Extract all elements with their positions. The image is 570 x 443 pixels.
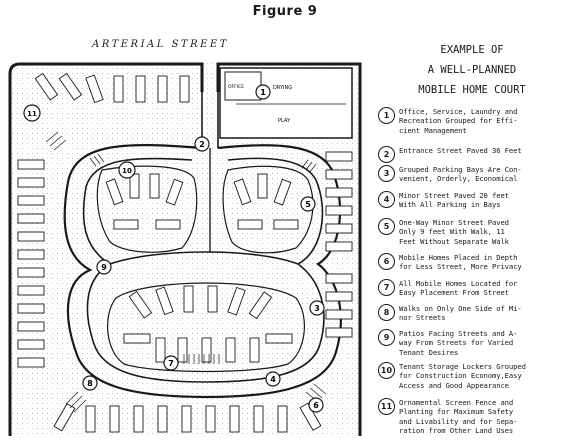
marker-7: 7 [163, 355, 179, 371]
legend-text: Tenant Storage Lockers Grouped for Const… [399, 362, 526, 390]
island-lower-center [107, 282, 305, 373]
svg-text:8: 8 [87, 379, 93, 388]
loop-street-outer [63, 144, 342, 399]
legend-number: 1 [378, 107, 395, 124]
legend-text: One-Way Minor Street Paved Only 9 feet W… [399, 218, 509, 246]
cross-street [109, 251, 299, 265]
legend-number: 6 [378, 253, 395, 270]
svg-text:2: 2 [199, 140, 205, 149]
homes-inner-islands [105, 173, 299, 363]
svg-text:6: 6 [313, 401, 319, 410]
legend-number: 4 [378, 191, 395, 208]
drying-label: DRYING [273, 85, 292, 91]
svg-text:5: 5 [305, 200, 311, 209]
legend-text: Mobile Homes Placed in Depth for Less St… [399, 253, 522, 272]
svg-text:1: 1 [260, 88, 266, 97]
homes-left-column [17, 159, 45, 368]
marker-9: 9 [96, 259, 112, 275]
parking-bays [45, 131, 327, 413]
island-upper-right [222, 165, 314, 254]
legend-text: Walks on Only One Side of Mi- nor Street… [399, 304, 522, 323]
legend-text: Ornamental Screen Fence and Planting for… [399, 398, 518, 436]
svg-text:11: 11 [27, 110, 37, 118]
svg-text:7: 7 [168, 359, 174, 368]
legend-text: Office, Service, Laundry and Recreation … [399, 107, 518, 135]
svg-text:9: 9 [101, 263, 107, 272]
marker-4: 4 [265, 371, 281, 387]
legend-text: Minor Street Paved 20 feet With All Park… [399, 191, 509, 210]
svg-text:4: 4 [270, 375, 276, 384]
marker-6: 6 [308, 397, 324, 413]
marker-8: 8 [82, 375, 98, 391]
legend-number: 7 [378, 279, 395, 296]
marker-3: 3 [309, 300, 325, 316]
legend-number: 8 [378, 304, 395, 321]
svg-text:3: 3 [314, 304, 320, 313]
legend-text: Patios Facing Streets and A- way From St… [399, 329, 518, 357]
legend-text: All Mobile Homes Located for Easy Placem… [399, 279, 518, 298]
homes-bottom-row [53, 402, 322, 433]
legend-number: 5 [378, 218, 395, 235]
svg-text:10: 10 [122, 167, 132, 175]
marker-10: 10 [118, 161, 136, 179]
marker-5: 5 [300, 196, 316, 212]
legend-number: 10 [378, 362, 395, 379]
homes-top-row [34, 72, 190, 104]
play-label: PLAY [278, 118, 291, 124]
office-label: OFFICE [228, 84, 244, 90]
legend-text: Entrance Street Paved 36 Feet [399, 146, 522, 155]
heading-line-1: EXAMPLE OF [440, 44, 504, 56]
loop-street-inner [82, 157, 325, 383]
legend-number: 9 [378, 329, 395, 346]
island-upper-left [96, 165, 198, 253]
legend-number: 2 [378, 146, 395, 163]
legend-text: Grouped Parking Bays Are Con- venient, O… [399, 165, 522, 184]
heading-line-2: A WELL-PLANNED [427, 64, 517, 76]
heading-line-3: MOBILE HOME COURT [418, 84, 526, 96]
arterial-street-label: ARTERIAL STREET [92, 39, 229, 50]
legend-number: 11 [378, 398, 395, 415]
marker-11: 11 [23, 104, 41, 122]
homes-right-column [325, 151, 353, 338]
legend-number: 3 [378, 165, 395, 182]
site-plan: OFFICE DRYING PLAY [8, 62, 362, 436]
figure-title: Figure 9 [252, 4, 318, 19]
perimeter-fence [8, 62, 362, 436]
marker-2: 2 [194, 136, 210, 152]
marker-1: 1 [255, 84, 271, 100]
